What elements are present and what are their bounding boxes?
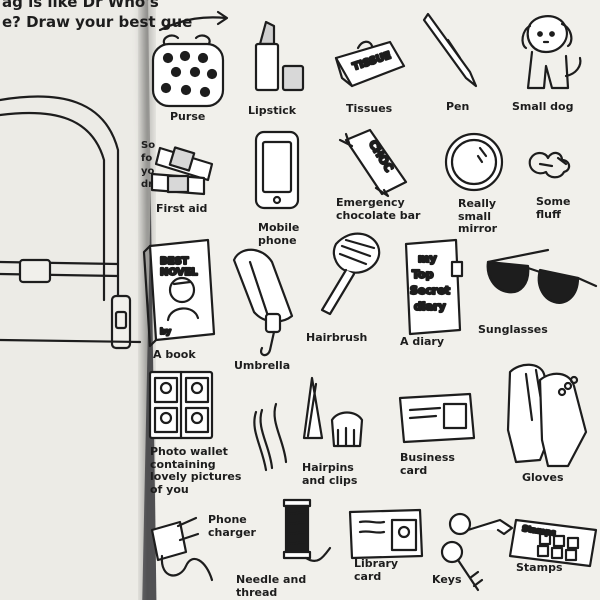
label-diary: A diary bbox=[400, 335, 445, 348]
left-heading-line-2: e? Draw your best gue bbox=[2, 13, 193, 31]
diary-cover-line-3: Secret bbox=[410, 284, 450, 297]
umbrella-icon bbox=[232, 248, 294, 357]
lipstick-icon bbox=[254, 20, 305, 92]
label-sunglasses: Sunglasses bbox=[478, 323, 548, 336]
left-side-note-4: dr bbox=[141, 179, 154, 190]
keys-icon bbox=[440, 512, 514, 592]
label-mobile-phone: Mobile phone bbox=[258, 221, 300, 247]
label-photo-wallet: Photo wallet containing lovely pictures … bbox=[150, 445, 242, 496]
hairbrush-icon bbox=[320, 232, 381, 316]
mirror-icon bbox=[444, 132, 504, 192]
dog-icon bbox=[521, 15, 582, 90]
label-purse: Purse bbox=[170, 110, 206, 123]
left-side-note-2: fo bbox=[141, 153, 153, 164]
label-fluff: Some fluff bbox=[536, 195, 571, 221]
hairpins-icon bbox=[253, 376, 364, 472]
label-umbrella: Umbrella bbox=[234, 359, 291, 372]
book-cover-line-2: NOVEL bbox=[160, 267, 198, 278]
gloves-icon bbox=[506, 363, 588, 468]
stamps-icon bbox=[508, 518, 598, 568]
label-phone-charger: Phone charger bbox=[208, 513, 256, 539]
diary-icon bbox=[404, 238, 464, 336]
label-book: A book bbox=[153, 348, 196, 361]
business-card-icon bbox=[398, 392, 476, 444]
label-chocolate: Emergency chocolate bar bbox=[336, 196, 421, 222]
book-icon bbox=[142, 238, 216, 348]
label-mirror: Really small mirror bbox=[458, 197, 498, 236]
label-small-dog: Small dog bbox=[512, 100, 574, 113]
label-keys: Keys bbox=[432, 573, 462, 586]
book-byline: by bbox=[160, 327, 172, 336]
sunglasses-icon bbox=[486, 248, 598, 304]
photo-wallet-icon bbox=[148, 370, 214, 440]
label-stamps: Stamps bbox=[516, 561, 563, 574]
left-side-note-1: So bbox=[141, 140, 156, 151]
label-business-card: Business card bbox=[400, 451, 455, 477]
label-first-aid: First aid bbox=[156, 202, 208, 215]
handbag-outline-icon bbox=[0, 95, 142, 350]
label-gloves: Gloves bbox=[522, 471, 564, 484]
chocolate-icon bbox=[338, 128, 408, 198]
label-library-card: Library card bbox=[354, 557, 399, 583]
book-cover-line-1: BEST bbox=[160, 256, 189, 267]
diary-cover-line-2: Top bbox=[412, 268, 434, 281]
label-lipstick: Lipstick bbox=[248, 104, 297, 117]
diary-cover-line-1: my bbox=[418, 252, 437, 265]
diary-cover-line-4: diary bbox=[414, 300, 446, 313]
pen-icon bbox=[422, 12, 478, 88]
label-hairbrush: Hairbrush bbox=[306, 331, 368, 344]
plaster-icon bbox=[150, 146, 214, 196]
label-needle-thread: Needle and thread bbox=[236, 573, 307, 599]
arrow-right-icon bbox=[158, 10, 229, 32]
purse-icon bbox=[151, 34, 225, 108]
label-pen: Pen bbox=[446, 100, 470, 113]
tissues-icon bbox=[334, 40, 406, 88]
fluff-icon bbox=[528, 151, 571, 179]
phone-icon bbox=[254, 130, 300, 210]
needle-thread-icon bbox=[282, 498, 332, 563]
label-hairpins: Hairpins and clips bbox=[302, 461, 358, 487]
left-heading-line-1: ag is like Dr Who's bbox=[2, 0, 159, 11]
library-card-icon bbox=[348, 508, 424, 560]
left-side-note-3: yo bbox=[141, 166, 155, 177]
label-tissues: Tissues bbox=[346, 102, 393, 115]
charger-icon bbox=[150, 516, 214, 582]
